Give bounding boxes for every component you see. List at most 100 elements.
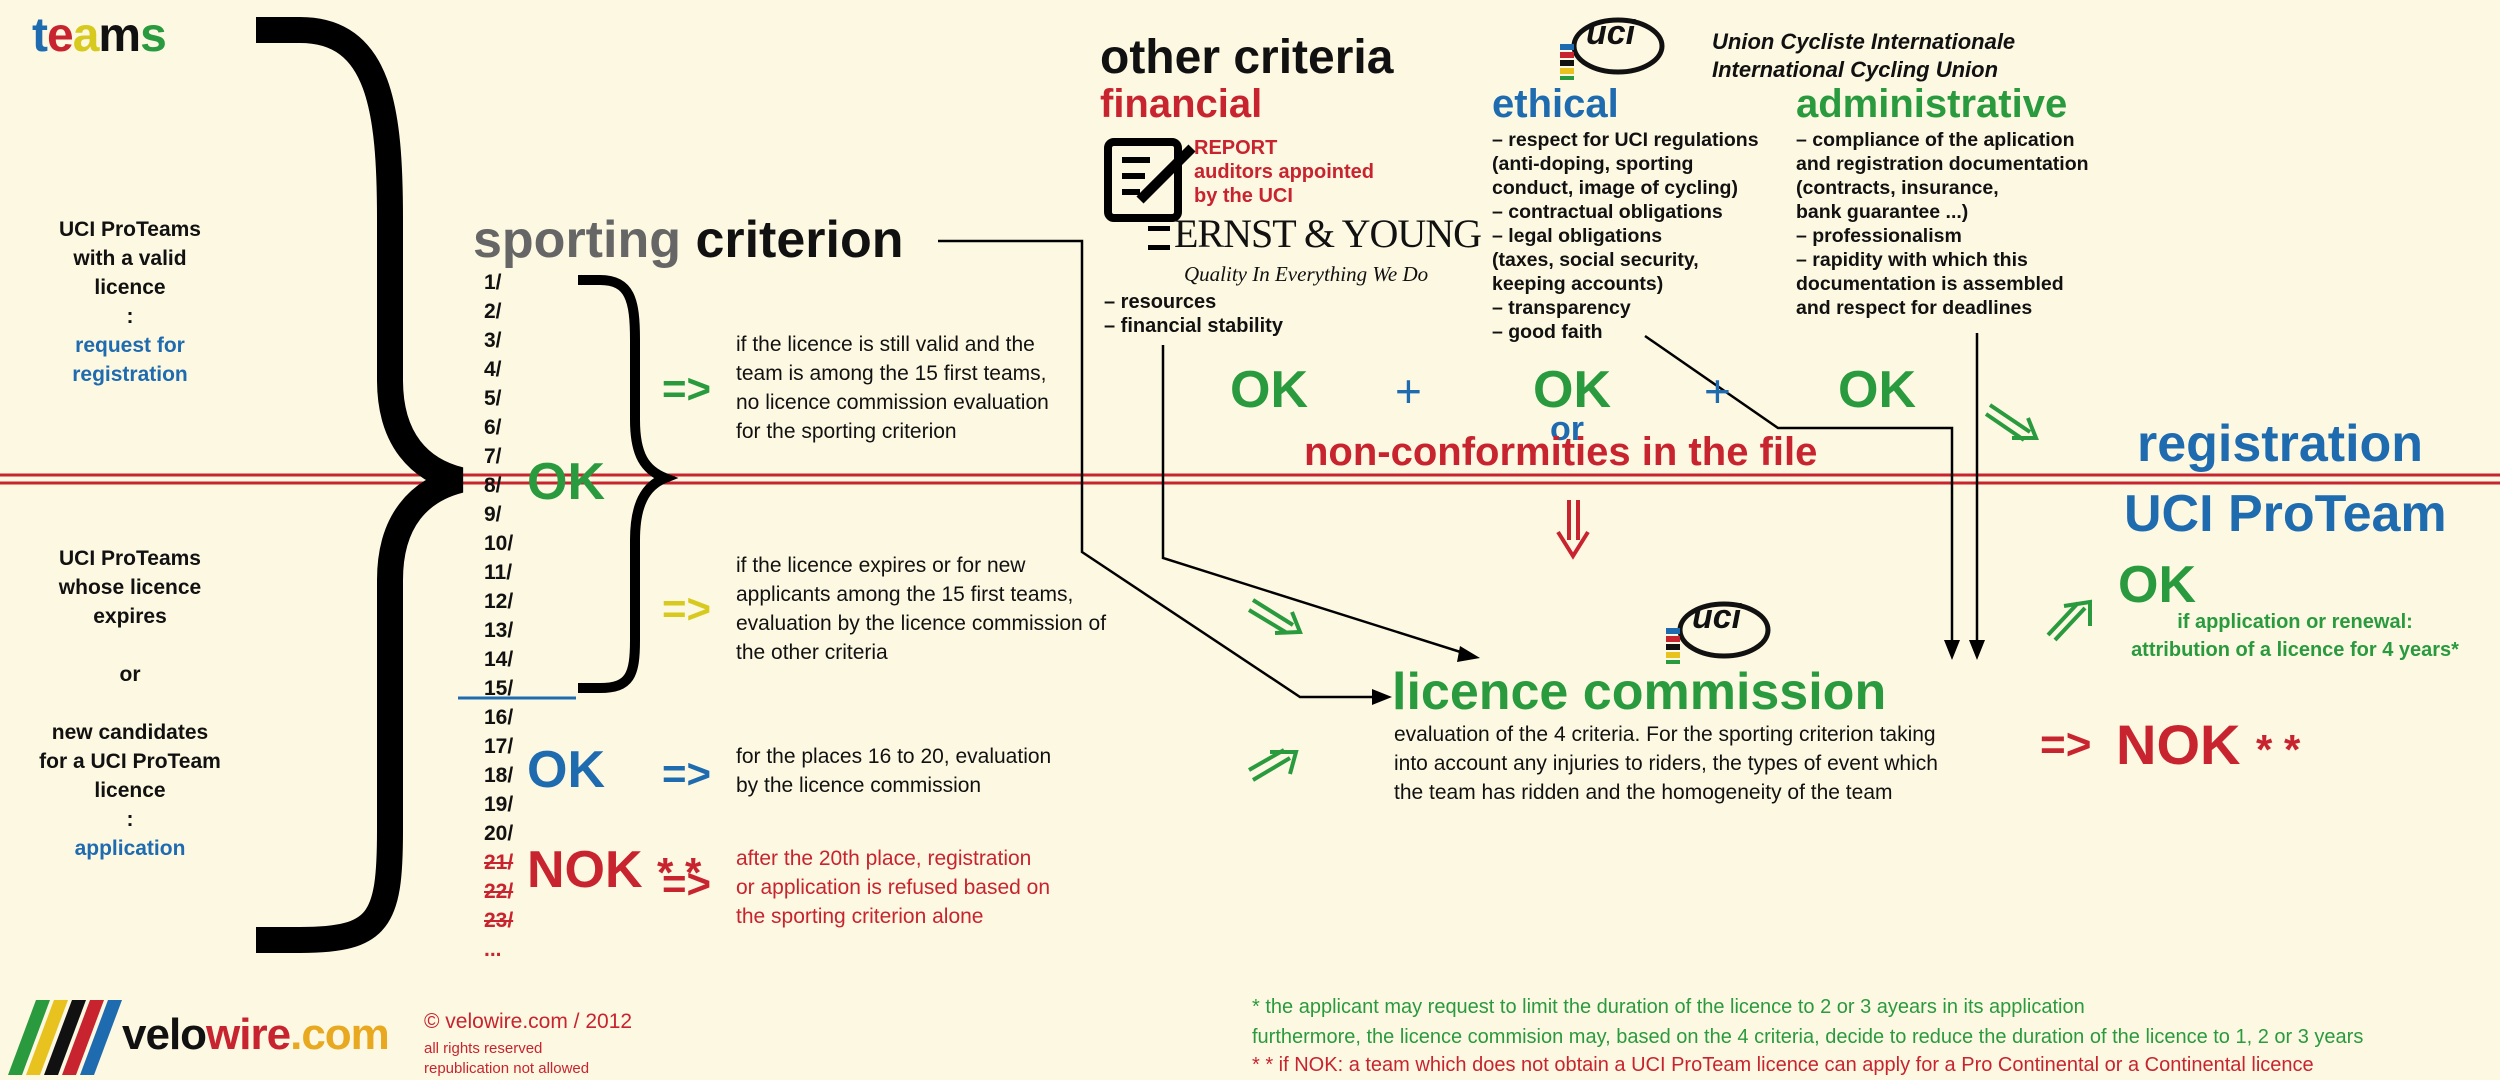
footnote-3: * * if NOK: a team which does not obtain… bbox=[1252, 1054, 2314, 1076]
uci-name-line: Union Cycliste Internationale bbox=[1712, 29, 2016, 54]
rank-item: 19/ bbox=[484, 793, 514, 816]
uci-name: Union Cycliste Internationale Internatio… bbox=[1712, 28, 2015, 84]
footnote-2: furthermore, the licence commision may, … bbox=[1252, 1026, 2364, 1048]
note-line: if application or renewal: bbox=[2177, 611, 2413, 633]
rank-item: 13/ bbox=[484, 619, 514, 642]
request-for-registration-text: registration bbox=[72, 363, 188, 386]
desc-line: the sporting criterion alone bbox=[736, 905, 984, 928]
licence-commission-text: evaluation of the 4 criteria. For the sp… bbox=[1394, 720, 1938, 807]
desc-line: for the places 16 to 20, evaluation bbox=[736, 745, 1052, 768]
left-text: licence bbox=[94, 276, 166, 299]
ethical-title: ethical bbox=[1492, 82, 1619, 126]
left-text: : bbox=[126, 808, 134, 831]
rank-item-refused: 21/ bbox=[484, 851, 514, 874]
rank-item: 18/ bbox=[484, 764, 514, 787]
left-block-expiring: UCI ProTeams whose licence expires or ne… bbox=[20, 544, 240, 863]
report-line: REPORT bbox=[1194, 137, 1278, 159]
eth-item: – respect for UCI regulations bbox=[1492, 129, 1759, 151]
teams-letter-t: t bbox=[32, 9, 48, 62]
desc-top: if the licence is still valid and the te… bbox=[736, 330, 1049, 446]
commission-line: into account any injuries to riders, the… bbox=[1394, 752, 1938, 775]
adm-item: and respect for deadlines bbox=[1796, 297, 2033, 319]
nok-label: NOK bbox=[2116, 713, 2241, 776]
adm-item: – professionalism bbox=[1796, 225, 1962, 247]
rank-item-refused: 23/ bbox=[484, 909, 514, 932]
uci-logo-text: uci bbox=[1586, 14, 1636, 52]
teams-title: teams bbox=[32, 8, 167, 63]
arrow-low: => bbox=[662, 750, 712, 797]
licence-commission-title: licence commission bbox=[1392, 663, 1887, 721]
uci-proteam-title: UCI ProTeam bbox=[2124, 485, 2447, 543]
rank-item: 2/ bbox=[484, 300, 502, 323]
rank-item: 8/ bbox=[484, 474, 502, 497]
teams-letter-s: s bbox=[140, 9, 167, 62]
brand-velo: velo bbox=[122, 1010, 207, 1059]
eth-item: – contractual obligations bbox=[1492, 201, 1723, 223]
adm-item: and registration documentation bbox=[1796, 153, 2089, 175]
left-text: expires bbox=[93, 605, 167, 628]
report-text: REPORT auditors appointed by the UCI bbox=[1194, 136, 1374, 208]
rank-item: 7/ bbox=[484, 445, 502, 468]
desc-mid: if the licence expires or for new applic… bbox=[736, 551, 1106, 667]
uci-logo-commission: uci bbox=[1662, 594, 1772, 664]
arrow-top: => bbox=[662, 365, 712, 412]
desc-line: evaluation by the licence commission of bbox=[736, 612, 1107, 635]
adm-item: documentation is assembled bbox=[1796, 273, 2064, 295]
rank-item: 15/ bbox=[484, 677, 514, 700]
ok-top-15: OK bbox=[527, 453, 605, 511]
rank-item: 17/ bbox=[484, 735, 514, 758]
non-conformities-text: non-conformities in the file bbox=[1304, 430, 1818, 474]
sporting-word: sporting bbox=[473, 211, 681, 269]
eth-item: (taxes, social security, bbox=[1492, 249, 1699, 271]
left-text: new candidates bbox=[51, 721, 209, 744]
report-line: by the UCI bbox=[1194, 185, 1293, 207]
adm-item: – compliance of the aplication bbox=[1796, 129, 2075, 151]
application-text: application bbox=[74, 837, 186, 860]
financial-items: – resources – financial stability bbox=[1104, 290, 1283, 338]
teams-letter-e: e bbox=[46, 9, 74, 62]
teams-letter-a: a bbox=[72, 9, 100, 62]
ok-registration: OK bbox=[2118, 556, 2196, 614]
rank-item: 16/ bbox=[484, 706, 514, 729]
left-spacer bbox=[20, 631, 240, 660]
nok-stars: * * bbox=[657, 849, 702, 896]
left-text: : bbox=[126, 305, 134, 328]
rank-item: 10/ bbox=[484, 532, 514, 555]
rank-item: 20/ bbox=[484, 822, 514, 845]
left-text: with a valid bbox=[73, 247, 187, 270]
sporting-criterion-title: sporting criterion bbox=[473, 210, 904, 270]
rank-item: 14/ bbox=[484, 648, 514, 671]
adm-item: (contracts, insurance, bbox=[1796, 177, 1999, 199]
arrow-nok-registration: => bbox=[2040, 720, 2092, 769]
left-text: whose licence bbox=[58, 576, 202, 599]
ey-mark-icon bbox=[1148, 225, 1170, 250]
eth-item: – transparency bbox=[1492, 297, 1631, 319]
ok-financial: OK bbox=[1230, 361, 1308, 419]
administrative-items: – compliance of the aplication and regis… bbox=[1796, 128, 2089, 320]
desc-line: after the 20th place, registration bbox=[736, 847, 1032, 870]
desc-line: for the sporting criterion bbox=[736, 420, 957, 443]
ok-ethical: OK bbox=[1533, 361, 1611, 419]
rights-reserved: all rights reserved bbox=[424, 1040, 543, 1057]
teams-letter-m: m bbox=[98, 9, 141, 62]
nok-label: NOK bbox=[527, 841, 643, 899]
uci-logo: uci bbox=[1556, 10, 1666, 80]
rank-item: 5/ bbox=[484, 387, 502, 410]
small-brace bbox=[578, 275, 679, 693]
footnote-1: * the applicant may request to limit the… bbox=[1252, 996, 2085, 1018]
rank-item: 1/ bbox=[484, 271, 502, 294]
ey-tagline: Quality In Everything We Do bbox=[1184, 262, 1429, 286]
financial-title: financial bbox=[1100, 82, 1263, 126]
ernst-young-logo: ERNST & YOUNG bbox=[1148, 210, 1482, 257]
desc-refused: after the 20th place, registration or ap… bbox=[736, 844, 1050, 931]
eth-item: – legal obligations bbox=[1492, 225, 1663, 247]
report-line: auditors appointed bbox=[1194, 161, 1374, 183]
left-text: UCI ProTeams bbox=[59, 547, 201, 570]
registration-title: registration bbox=[2137, 415, 2424, 473]
left-spacer bbox=[20, 689, 240, 718]
rank-item: 12/ bbox=[484, 590, 514, 613]
note-line: attribution of a licence for 4 years* bbox=[2131, 639, 2459, 661]
desc-line: the other criteria bbox=[736, 641, 888, 664]
eth-item: (anti-doping, sporting bbox=[1492, 153, 1694, 175]
rank-item-ellipsis: ... bbox=[484, 938, 502, 961]
